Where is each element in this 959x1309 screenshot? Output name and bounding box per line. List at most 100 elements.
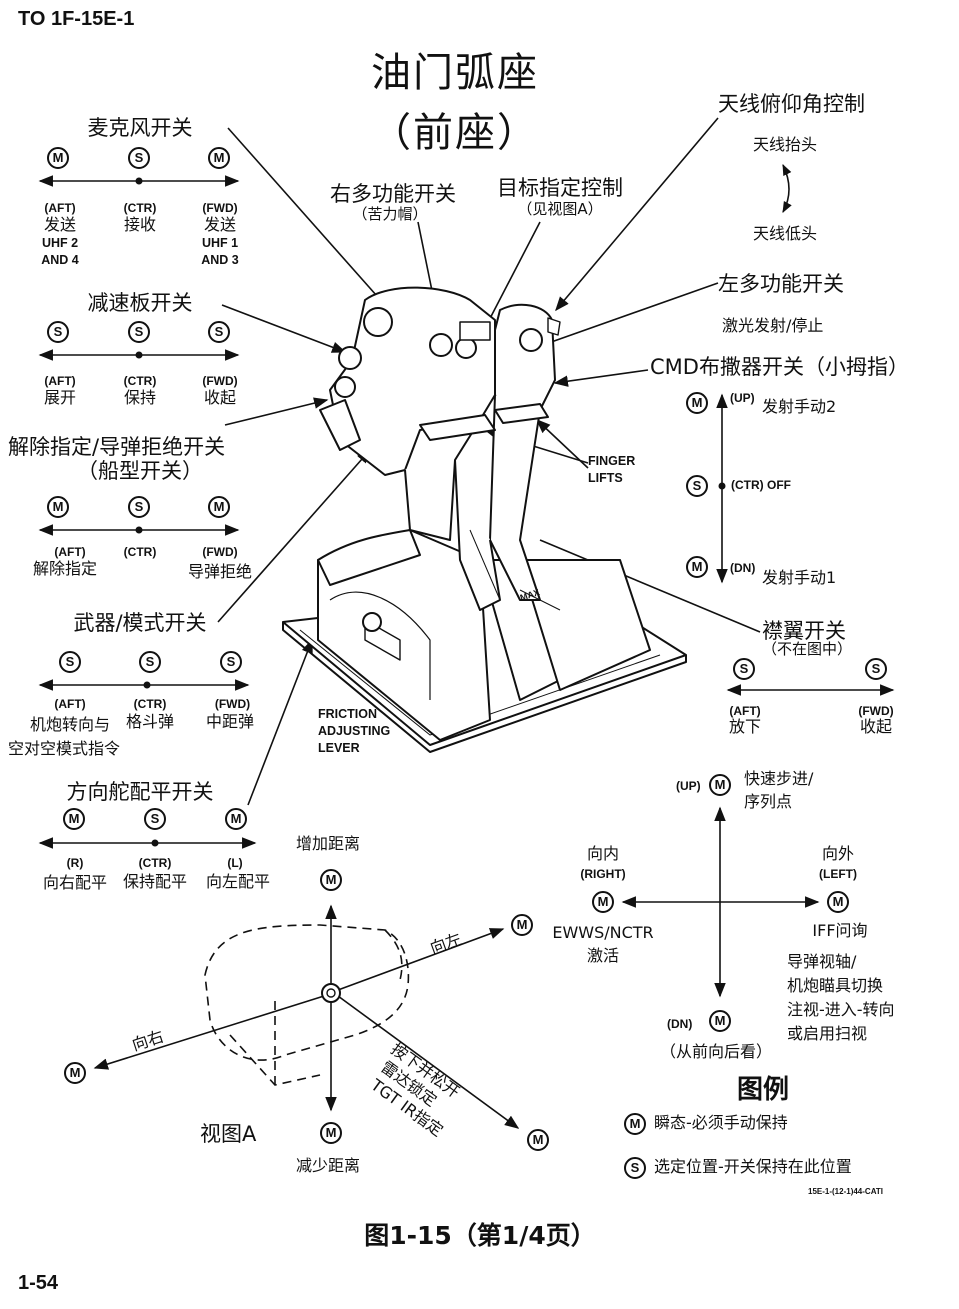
momentary-icon [47, 147, 69, 169]
weapon-ctr-pos: (CTR) [133, 697, 167, 711]
right-multifunction-subtitle: （苦力帽） [352, 205, 428, 223]
cmd-dn-pos: (DN) [730, 561, 756, 575]
undesignate-title: 解除指定/导弹拒绝开关 [8, 435, 226, 459]
cmd-up-text: 发射手动2 [762, 397, 837, 416]
flap-switch-title: 襟翼开关 [762, 619, 846, 643]
undesignate-aft-text: 解除指定 [32, 559, 97, 578]
momentary-icon [686, 392, 708, 414]
momentary-icon [686, 556, 708, 578]
mic-fwd-text: 发送 [203, 215, 236, 234]
momentary-icon [63, 808, 85, 830]
cross-dn-text: （从前向后看） [660, 1042, 773, 1061]
mic-fwd-radio2: AND 3 [201, 253, 239, 267]
momentary-icon [47, 496, 69, 518]
legend-title: 图例 [737, 1075, 790, 1105]
momentary-icon [64, 1062, 86, 1084]
rudder-l-text: 向左配平 [205, 872, 270, 891]
weapon-aft-text2: 空对空模式指令 [8, 739, 121, 758]
flap-fwd-text: 收起 [859, 717, 892, 736]
cross-up-text: 快速步进/ [744, 769, 814, 788]
cross-dn-pos: (DN) [667, 1017, 693, 1031]
select-icon [144, 808, 166, 830]
rudder-r-pos: (R) [66, 856, 84, 870]
weapon-ctr-text: 格斗弹 [125, 712, 174, 731]
select-icon [59, 651, 81, 673]
speedbrake-ctr-pos: (CTR) [123, 374, 157, 388]
weapon-fwd-text: 中距弹 [205, 712, 254, 731]
cmd-up-pos: (UP) [730, 391, 755, 405]
cmd-ctr-pos: (CTR) OFF [731, 478, 791, 492]
friction-lever-label3: LEVER [318, 741, 360, 755]
cross-up-text2: 序列点 [744, 792, 793, 811]
rudder-l-pos: (L) [227, 856, 243, 870]
speedbrake-ctr-text: 保持 [123, 388, 156, 407]
momentary-icon [320, 869, 342, 891]
speedbrake-fwd-text: 收起 [203, 388, 236, 407]
view-a-label: 视图A [200, 1122, 257, 1146]
select-icon [220, 651, 242, 673]
cmd-switch-title: CMD布撒器开关（小拇指） [650, 355, 909, 379]
cross-out-text2: 导弹视轴/ [787, 952, 857, 971]
cmd-dn-text: 发射手动1 [762, 568, 837, 587]
cross-up-pos: (UP) [676, 779, 701, 793]
select-icon [128, 147, 150, 169]
momentary-icon [208, 147, 230, 169]
select-icon [686, 475, 708, 497]
weapon-fwd-pos: (FWD) [214, 697, 251, 711]
rudder-ctr-pos: (CTR) [138, 856, 172, 870]
cross-out-pos: (LEFT) [819, 867, 857, 881]
cross-out-text5: 或启用扫视 [787, 1024, 868, 1043]
legend-momentary-text: 瞬态-必须手动保持 [654, 1113, 788, 1132]
mic-fwd-pos: (FWD) [202, 201, 238, 215]
select-icon [208, 321, 230, 343]
cross-in-pos: (RIGHT) [580, 867, 626, 881]
page-subtitle: （前座） [371, 110, 539, 156]
mic-ctr-text: 接收 [123, 215, 156, 234]
momentary-icon [320, 1122, 342, 1144]
cross-in-label: 向内 [586, 844, 619, 863]
momentary-icon [225, 808, 247, 830]
laser-fire-text: 激光发射/停止 [722, 316, 824, 335]
page-number: 1-54 [18, 1272, 59, 1294]
select-icon [733, 658, 755, 680]
select-icon [624, 1157, 646, 1179]
flap-aft-pos: (AFT) [729, 704, 761, 718]
throttle-quadrant-drawing [282, 286, 687, 753]
rudder-trim-title: 方向舵配平开关 [66, 780, 214, 804]
legend-select-text: 选定位置-开关保持在此位置 [654, 1157, 852, 1176]
flap-fwd-pos: (FWD) [858, 704, 894, 718]
page-title: 油门弧座 [371, 50, 539, 96]
speedbrake-title: 减速板开关 [87, 291, 193, 315]
figure-code: 15E-1-(12-1)44-CATI [808, 1187, 883, 1196]
cross-in-text: EWWS/NCTR [552, 923, 654, 942]
momentary-icon [208, 496, 230, 518]
mic-switch-title: 麦克风开关 [87, 116, 193, 140]
finger-lifts-label2: LIFTS [588, 471, 623, 485]
cross-out-text3: 机炮瞄具切换 [787, 976, 884, 995]
antenna-down-text: 天线低头 [752, 224, 817, 243]
speedbrake-fwd-pos: (FWD) [202, 374, 238, 388]
weapon-aft-pos: (AFT) [54, 697, 86, 711]
document-id: TO 1F-15E-1 [18, 8, 135, 30]
momentary-icon [624, 1113, 646, 1135]
view-a-drawing [93, 904, 520, 1129]
momentary-icon [709, 1010, 731, 1032]
target-designate-subtitle: （见视图A） [517, 200, 603, 218]
weapon-mode-title: 武器/模式开关 [73, 611, 207, 635]
undesignate-fwd-text: 导弹拒绝 [187, 562, 252, 581]
momentary-icon [709, 774, 731, 796]
speedbrake-aft-text: 展开 [43, 388, 76, 407]
mic-aft-radio2: AND 4 [41, 253, 79, 267]
cross-out-text4: 注视-进入-转向 [787, 1000, 895, 1019]
increase-range-label: 增加距离 [295, 834, 360, 853]
rudder-ctr-text: 保持配平 [122, 872, 187, 891]
finger-lifts-label: FINGER [588, 454, 636, 468]
momentary-icon [527, 1129, 549, 1151]
speedbrake-aft-pos: (AFT) [44, 374, 76, 388]
undesignate-aft-pos: (AFT) [54, 545, 86, 559]
friction-lever-label2: ADJUSTING [318, 724, 391, 738]
mic-aft-text: 发送 [43, 215, 76, 234]
antenna-elevation-arrow [782, 163, 792, 213]
flap-aft-text: 放下 [728, 717, 761, 736]
